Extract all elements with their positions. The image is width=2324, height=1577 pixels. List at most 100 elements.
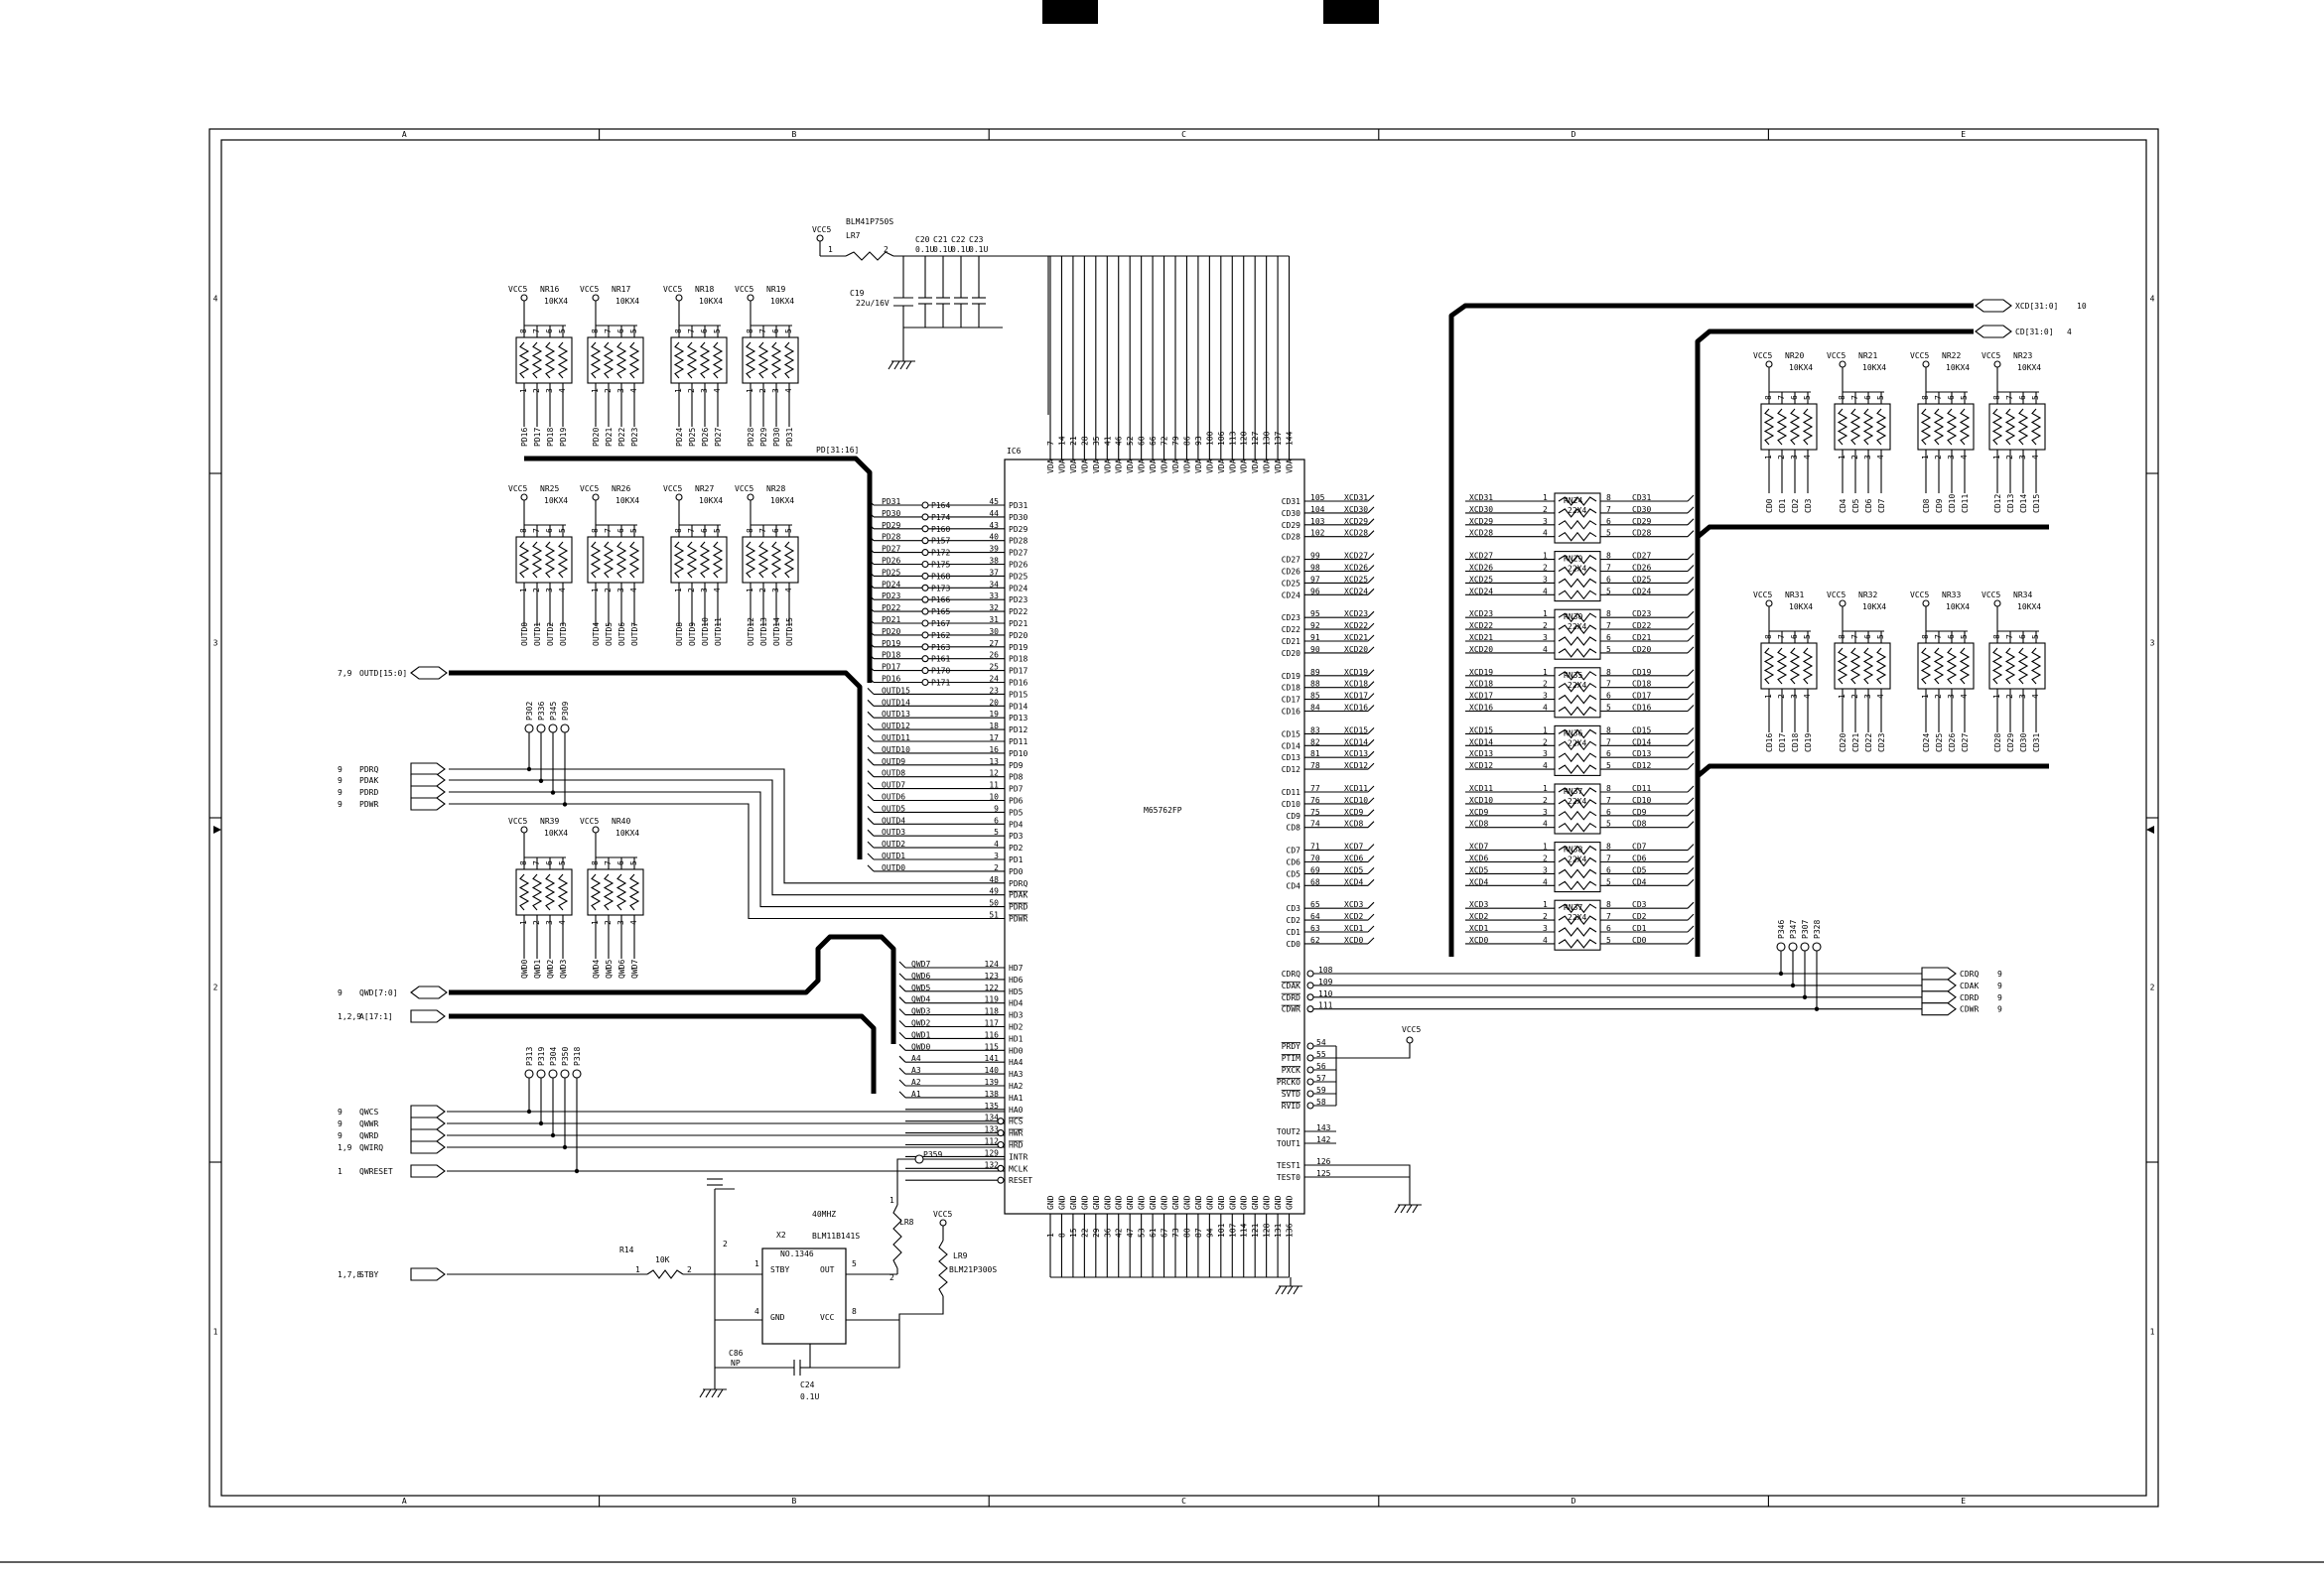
pin-number: 2	[723, 1240, 728, 1248]
net-label: XCD25	[1469, 575, 1493, 584]
pin-name: GND	[1069, 1195, 1078, 1210]
resistor-element	[1991, 408, 2003, 446]
port-sheet-ref: 9	[338, 776, 342, 785]
rnet-ref: NR16	[540, 285, 559, 294]
cap-ref: C21	[933, 235, 948, 244]
pin-number: 2	[1777, 455, 1786, 460]
net-label: XCD15	[1344, 725, 1368, 734]
resistor-element	[531, 541, 543, 579]
junction-dot	[562, 1144, 568, 1150]
wire	[867, 711, 875, 719]
zone-col-label: B	[791, 130, 796, 139]
wire	[1687, 738, 1695, 746]
test-point-label: P165	[931, 607, 950, 616]
wire	[867, 628, 875, 636]
test-point-label: P163	[931, 643, 950, 652]
rnet-net-label: CD15	[2032, 494, 2041, 513]
pin-number: 4	[2031, 455, 2040, 460]
vcc-pin	[675, 493, 683, 501]
pin-name: CD17	[1282, 696, 1300, 705]
rnet-value: 22X4	[1568, 622, 1586, 631]
pin-number: 6	[1790, 395, 1799, 400]
pin-name: GND	[1286, 1195, 1295, 1210]
wire	[699, 1388, 706, 1398]
junction-dot	[526, 1109, 532, 1115]
pin-number: 114	[1240, 1223, 1249, 1238]
wire	[867, 676, 875, 683]
pin-name: HWR	[1009, 1129, 1024, 1138]
wire	[867, 510, 875, 518]
pin-number: 1	[746, 588, 754, 592]
net-label: XCD22	[1469, 621, 1493, 630]
series-resistor	[1558, 519, 1597, 530]
rnet-net-label: PD21	[605, 428, 614, 447]
net-label: CD9	[1632, 808, 1647, 817]
rnet-net-label: QWD6	[617, 960, 626, 979]
test-point-label: P347	[1789, 920, 1798, 939]
pin-name: PD15	[1009, 690, 1027, 699]
test-point-label: P168	[931, 572, 950, 581]
test-point-label: P173	[931, 584, 950, 592]
pin-number: 83	[1310, 725, 1320, 734]
pin-name: HD0	[1009, 1046, 1024, 1055]
vcc-label: VCC5	[580, 484, 599, 493]
inverted-pin	[1306, 1042, 1314, 1050]
pin-number: 4	[1543, 587, 1548, 595]
pin-number: 53	[1138, 1228, 1147, 1238]
wire	[1687, 610, 1695, 618]
pin-number: 1	[1838, 455, 1846, 460]
wire	[898, 1079, 906, 1087]
pin-number: 4	[1803, 694, 1812, 699]
net-label: XCD23	[1344, 609, 1368, 618]
resistor-element	[1776, 408, 1788, 446]
net-label: XCD18	[1469, 680, 1493, 689]
pin-name: TEST1	[1277, 1161, 1300, 1170]
resistor-network-body	[1834, 403, 1891, 451]
net-label: OUTD11	[882, 733, 910, 742]
resistor-element	[2017, 408, 2029, 446]
wire-pd-ctrl	[449, 803, 874, 920]
wire	[1367, 494, 1375, 502]
pin-name: PD19	[1009, 643, 1027, 652]
pin-number: 4	[1803, 455, 1812, 460]
pin-number: 8	[1606, 668, 1611, 677]
pin-number: 3	[1543, 692, 1548, 701]
pin-number: 7	[1850, 634, 1859, 639]
pin-name: VDA	[1205, 459, 1214, 473]
pin-number: 141	[985, 1054, 1000, 1063]
net-label: XCD2	[1469, 912, 1488, 921]
resistor-element	[590, 541, 602, 579]
net-label: XCD7	[1344, 843, 1363, 852]
zone-row-label: 4	[213, 295, 218, 304]
port-label: CDWR	[1960, 1005, 1979, 1014]
pin-number: 125	[1316, 1169, 1331, 1178]
net-label: A4	[911, 1054, 921, 1063]
pin-number: 7	[1777, 395, 1786, 400]
net-label: PD28	[882, 533, 900, 542]
pin-number: 7	[604, 329, 613, 333]
vcc-pin	[1839, 360, 1846, 368]
pin-number: 57	[1316, 1074, 1326, 1083]
test-point-label: P175	[931, 561, 950, 570]
net-label: CD6	[1632, 854, 1647, 863]
pin-name: CD16	[1282, 708, 1300, 717]
pin-number: 80	[1182, 1228, 1191, 1238]
rnet-ref: NR26	[612, 484, 630, 493]
wire	[898, 1055, 906, 1063]
pin-number: 8	[1921, 395, 1930, 400]
pin-name: CD8	[1287, 824, 1301, 833]
inverted-pin	[1306, 1054, 1314, 1062]
inverted-pin	[997, 1176, 1005, 1184]
net-label: QWD3	[911, 1007, 930, 1016]
wire	[1367, 878, 1375, 886]
port-sheet-ref: 9	[1997, 982, 2002, 990]
inverted-pin	[997, 1117, 1005, 1125]
inverted-pin	[997, 1140, 1005, 1149]
pin-number: 48	[989, 875, 999, 884]
inverted-pin	[1306, 1066, 1314, 1074]
pin-number: 1	[1543, 843, 1548, 852]
pin-number: 106	[1217, 431, 1226, 446]
pin-number: 6	[700, 329, 709, 333]
net-label: CD17	[1632, 692, 1651, 701]
port-label: QWIRQ	[359, 1143, 383, 1152]
